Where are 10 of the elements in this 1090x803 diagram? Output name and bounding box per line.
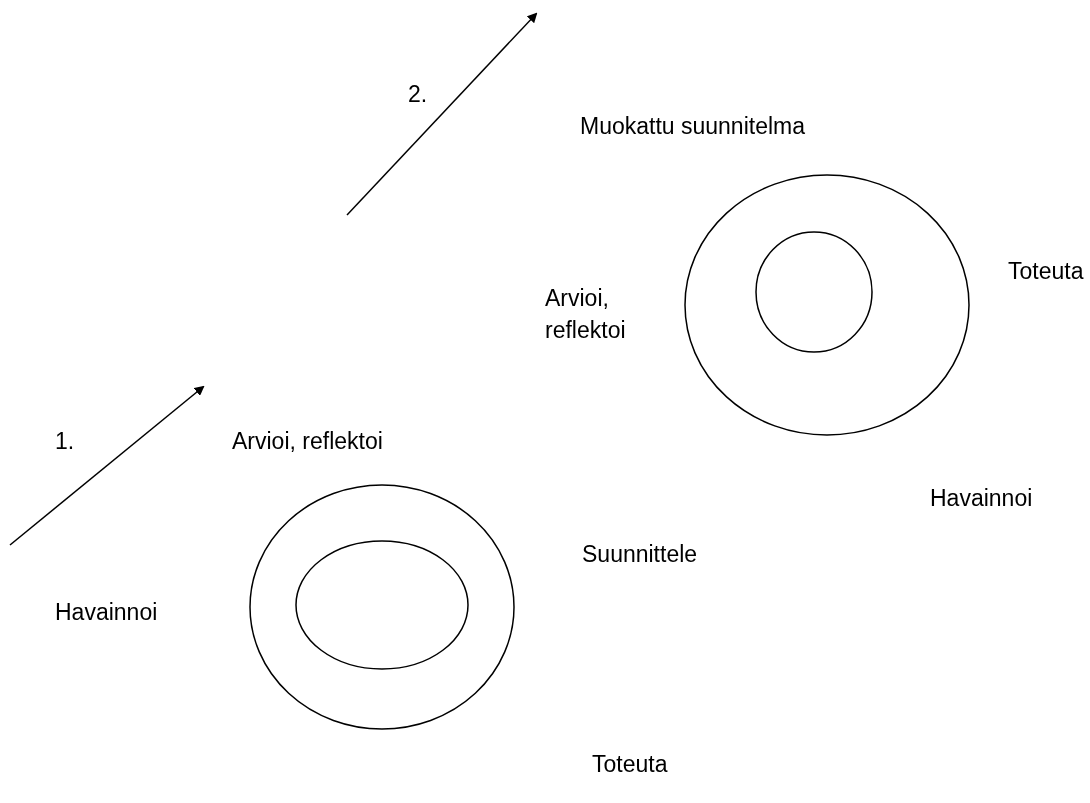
- phase-label: Arvioi, reflektoi: [545, 284, 627, 345]
- phase-label: Arvioi, reflektoi: [232, 427, 383, 456]
- phase-label: Havainnoi: [930, 484, 1033, 513]
- step-number: 1.: [55, 427, 75, 456]
- phase-label: Muokattu suunnitelma: [580, 112, 805, 141]
- phase-label: Toteuta: [592, 750, 668, 779]
- phase-label: Havainnoi: [55, 598, 158, 627]
- step-number: 2.: [408, 80, 428, 109]
- phase-label: Toteuta: [1008, 257, 1084, 286]
- phase-label: Suunnittele: [582, 540, 698, 569]
